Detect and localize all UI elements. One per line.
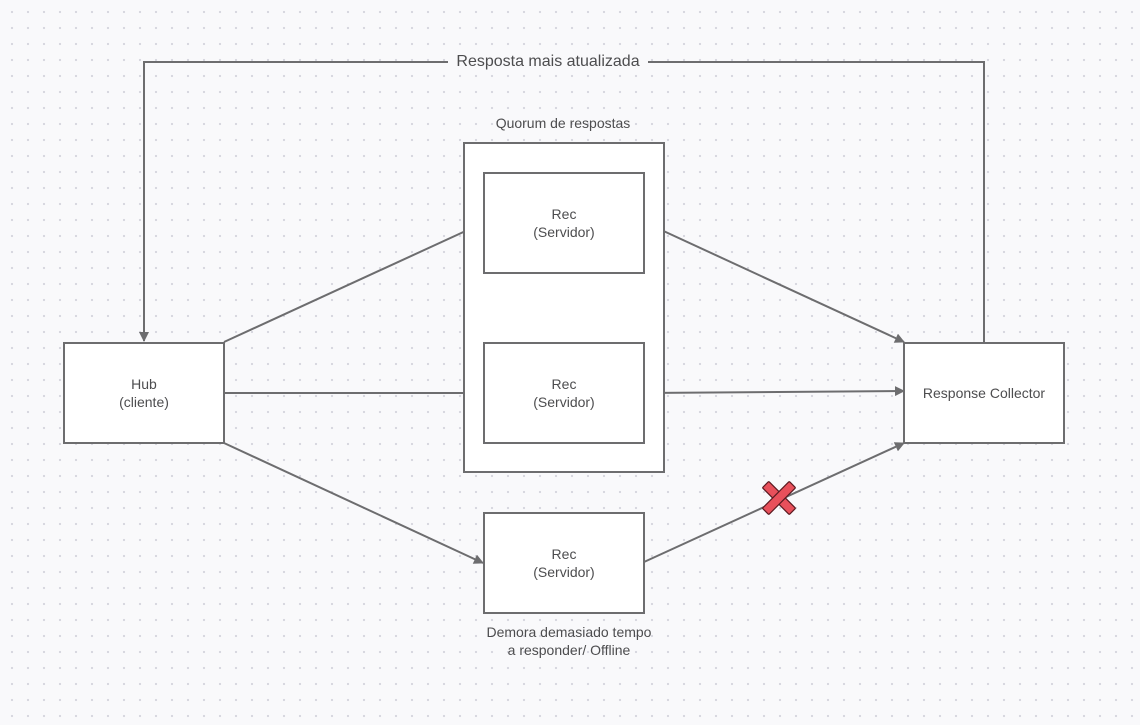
feedback-label: Resposta mais atualizada [448,51,648,73]
hub-node[interactable]: Hub (cliente) [63,342,225,444]
connector-hub-to-rec-top[interactable] [223,222,484,343]
quorum-label-text: Quorum de respostas [495,115,631,131]
response-collector-label: Response Collector [922,385,1046,401]
feedback-label-text: Resposta mais atualizada [456,53,640,70]
hub-title: Hub [131,376,157,392]
connector-hub-to-rec-bottom[interactable] [223,442,484,564]
response-collector-node[interactable]: Response Collector [903,342,1065,444]
delay-note: Demora demasiado tempo a responder/ Offl… [459,623,679,659]
delay-note-line1: Demora demasiado tempo [486,624,652,640]
delay-note-line2: a responder/ Offline [507,642,631,658]
cross-icon [762,481,796,515]
rec-bottom-subtitle: (Servidor) [533,564,595,580]
rec-top-title: Rec [551,206,577,222]
rec-server-bottom-node[interactable]: Rec (Servidor) [483,512,645,614]
rec-server-middle-node[interactable]: Rec (Servidor) [483,342,645,444]
rec-middle-subtitle: (Servidor) [533,394,595,410]
connector-rec-top-to-collector[interactable] [643,221,905,343]
connector-rec-middle-to-collector[interactable] [643,386,905,397]
rec-middle-title: Rec [551,376,577,392]
rec-top-subtitle: (Servidor) [533,224,595,240]
hub-subtitle: (cliente) [119,394,169,410]
rec-bottom-title: Rec [551,546,577,562]
rec-server-top-node[interactable]: Rec (Servidor) [483,172,645,274]
quorum-label: Quorum de respostas [463,114,663,132]
